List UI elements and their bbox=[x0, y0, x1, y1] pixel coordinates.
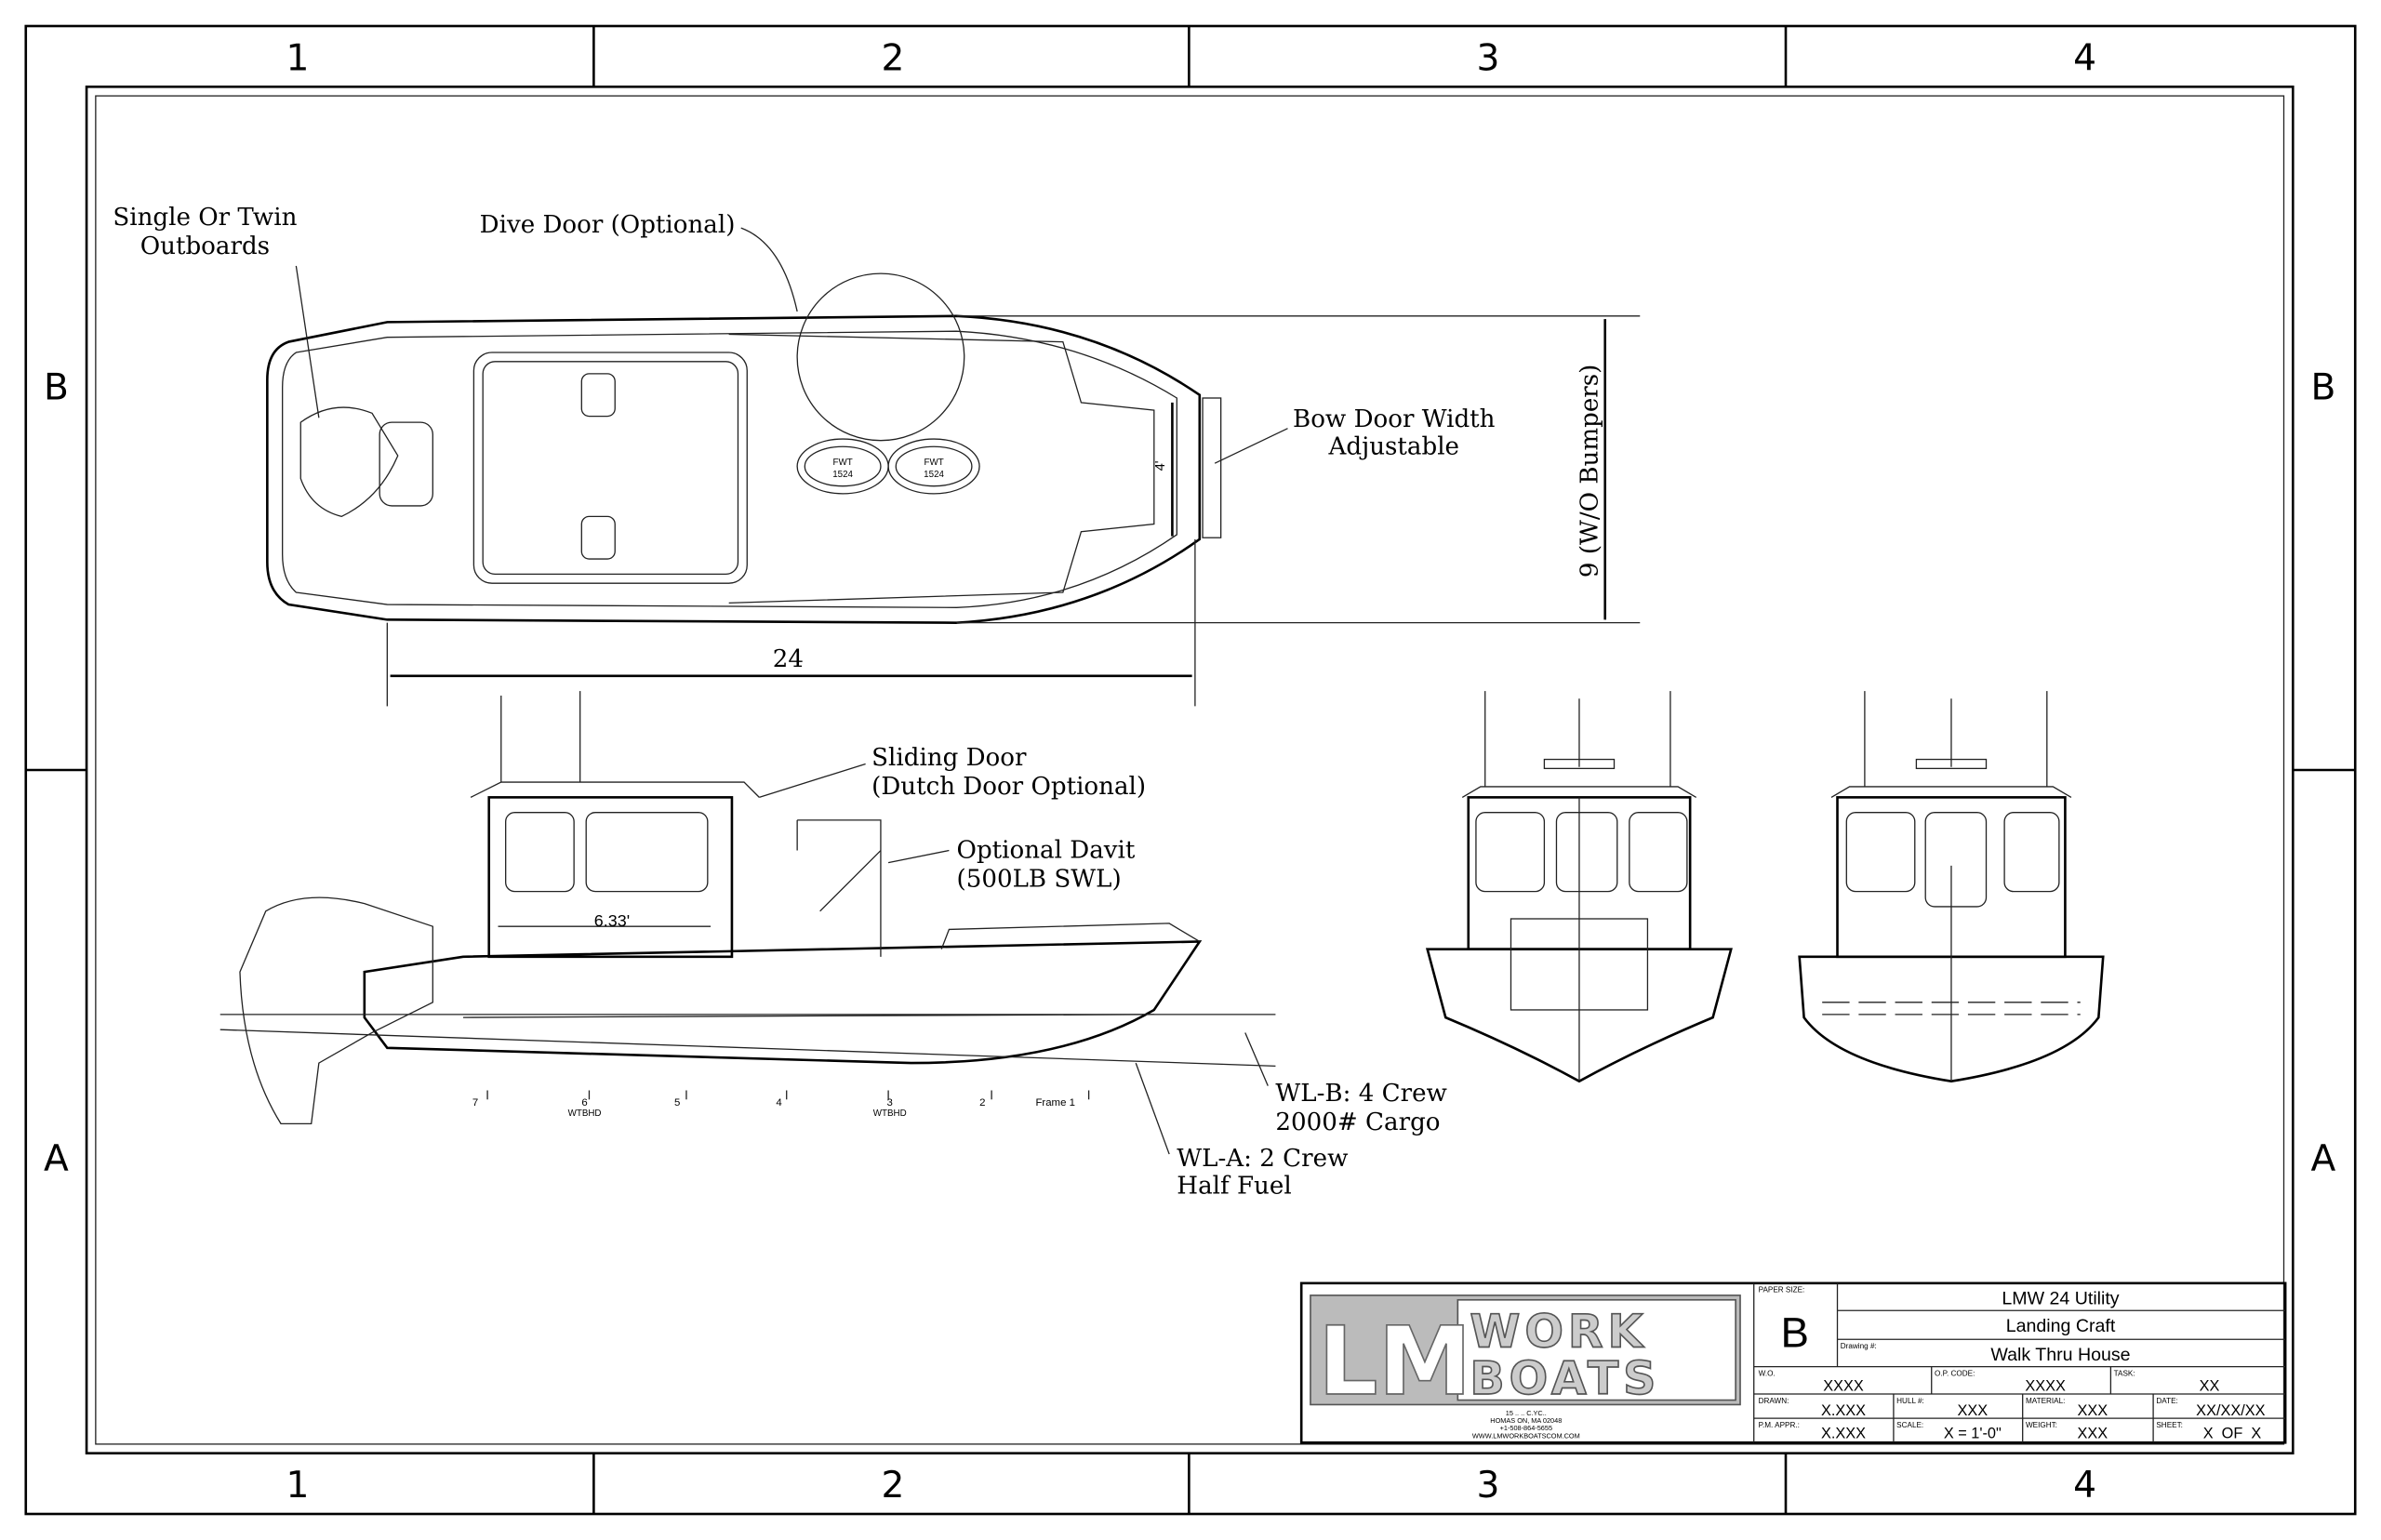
callout-davit-1: Optional Davit bbox=[957, 837, 1136, 865]
svg-text:4: 4 bbox=[776, 1097, 782, 1109]
beam-dimension: 9 (W/O Bumpers) bbox=[1576, 365, 1604, 578]
drawn-label: DRAWN: bbox=[1759, 1397, 1789, 1405]
zone-row-a-right: A bbox=[2311, 1138, 2336, 1180]
zone-col-2: 2 bbox=[882, 37, 905, 79]
scale-value: X = 1'-0" bbox=[1944, 1425, 2002, 1441]
zone-col-4: 4 bbox=[2073, 37, 2096, 79]
stern-view bbox=[1798, 691, 2105, 1083]
callout-outboards-1: Single Or Twin bbox=[113, 204, 297, 232]
callout-sliding-door-1: Sliding Door bbox=[871, 744, 1027, 772]
title-block: LM WORK BOATS 15 .. .. C.YC.. HOMAS ON, … bbox=[1299, 1281, 2287, 1444]
zone-col-1: 1 bbox=[286, 37, 310, 79]
plan-view: 4' FWT 1524 FWT 1524 bbox=[266, 272, 1641, 707]
task-value: XX bbox=[2200, 1378, 2220, 1395]
length-dimension: 24 bbox=[773, 645, 804, 673]
profile-view bbox=[219, 691, 1276, 1125]
svg-text:WORK: WORK bbox=[1470, 1305, 1647, 1358]
frame-station: 7 bbox=[472, 1090, 488, 1109]
inner-border bbox=[95, 95, 2285, 1445]
zone-col-1-bottom: 1 bbox=[286, 1465, 310, 1507]
svg-text:LM: LM bbox=[1318, 1307, 1471, 1416]
svg-text:15 .. .. C.YC..: 15 .. .. C.YC.. bbox=[1506, 1409, 1547, 1417]
svg-text:1524: 1524 bbox=[924, 470, 944, 480]
drawing-label: Drawing #: bbox=[1841, 1342, 1877, 1350]
svg-text:3: 3 bbox=[887, 1097, 893, 1109]
wo-value: XXXX bbox=[1823, 1378, 1864, 1395]
task-label: TASK: bbox=[2114, 1369, 2135, 1377]
pm-value: X.XXX bbox=[1821, 1425, 1866, 1441]
weight-label: WEIGHT: bbox=[2026, 1421, 2057, 1429]
svg-text:1524: 1524 bbox=[832, 470, 853, 480]
company-address: 15 .. .. C.YC.. HOMAS ON, MA 02048 +1-50… bbox=[1472, 1409, 1580, 1440]
frame-station: 2 bbox=[979, 1090, 992, 1109]
callout-wl-b-2: 2000# Cargo bbox=[1275, 1109, 1440, 1136]
callout-dive-door: Dive Door (Optional) bbox=[480, 211, 736, 239]
zone-col-3-bottom: 3 bbox=[1477, 1465, 1500, 1507]
sheet-value: X OF X bbox=[2203, 1425, 2262, 1441]
zone-col-3: 3 bbox=[1477, 37, 1500, 79]
bow-view bbox=[1425, 691, 1733, 1083]
zone-labels: 1 2 3 4 1 2 3 4 B B A A bbox=[44, 37, 2336, 1507]
zone-row-a: A bbox=[44, 1138, 69, 1180]
sheet-label: SHEET: bbox=[2156, 1421, 2183, 1429]
fwt-hatch-2: FWT 1524 bbox=[887, 438, 980, 495]
wo-label: W.O. bbox=[1759, 1369, 1776, 1377]
callout-bow-door-1: Bow Door Width bbox=[1293, 405, 1496, 433]
hull-value: XXX bbox=[1957, 1402, 1988, 1419]
paper-size-label: PAPER SIZE: bbox=[1759, 1286, 1805, 1294]
title-line-1: LMW 24 Utility bbox=[2002, 1289, 2119, 1309]
svg-text:+1-508-864-5655: +1-508-864-5655 bbox=[1500, 1424, 1552, 1432]
zone-row-b-right: B bbox=[2311, 367, 2336, 409]
callout-bow-door-2: Adjustable bbox=[1328, 432, 1459, 460]
zone-row-b: B bbox=[44, 367, 69, 409]
svg-text:5: 5 bbox=[674, 1097, 680, 1109]
svg-text:Frame 1: Frame 1 bbox=[1035, 1097, 1074, 1109]
svg-text:WWW.LMWORKBOATSCOM.COM: WWW.LMWORKBOATSCOM.COM bbox=[1472, 1431, 1580, 1440]
callout-wl-a-1: WL-A: 2 Crew bbox=[1177, 1145, 1348, 1173]
op-code-value: XXXX bbox=[2025, 1378, 2066, 1395]
callout-davit-2: (500LB SWL) bbox=[957, 866, 1122, 894]
pm-label: P.M. APPR.: bbox=[1759, 1421, 1800, 1429]
svg-text:2: 2 bbox=[979, 1097, 985, 1109]
paper-size: B bbox=[1781, 1308, 1809, 1356]
frame-station: 5 bbox=[674, 1090, 687, 1109]
scale-label: SCALE: bbox=[1896, 1421, 1923, 1429]
material-value: XXX bbox=[2077, 1402, 2108, 1419]
frame-border bbox=[85, 85, 2295, 1454]
zone-col-4-bottom: 4 bbox=[2073, 1465, 2096, 1507]
frame-station: 4 bbox=[776, 1090, 788, 1109]
zone-dividers bbox=[25, 25, 2356, 1514]
material-label: MATERIAL: bbox=[2026, 1397, 2065, 1405]
svg-text:7: 7 bbox=[472, 1097, 478, 1109]
weight-value: XXX bbox=[2077, 1425, 2108, 1441]
bow-door-dimension: 4' bbox=[1153, 460, 1168, 471]
hull-label: HULL #: bbox=[1896, 1397, 1924, 1405]
svg-text:FWT: FWT bbox=[924, 458, 943, 468]
svg-text:6: 6 bbox=[581, 1097, 587, 1109]
callout-wl-a-2: Half Fuel bbox=[1177, 1173, 1291, 1201]
frame-station: Frame 1 bbox=[1035, 1090, 1090, 1109]
callout-sliding-door-2: (Dutch Door Optional) bbox=[871, 773, 1146, 801]
callout-wl-b-1: WL-B: 4 Crew bbox=[1275, 1080, 1446, 1108]
drawing-number: Walk Thru House bbox=[1990, 1345, 2130, 1365]
date-label: DATE: bbox=[2156, 1397, 2177, 1405]
cabin-length-dimension: 6.33' bbox=[594, 911, 630, 930]
fwt-hatch-1: FWT 1524 bbox=[796, 438, 889, 495]
svg-text:BOATS: BOATS bbox=[1470, 1352, 1660, 1405]
svg-text:WTBHD: WTBHD bbox=[568, 1109, 602, 1119]
title-line-2: Landing Craft bbox=[2006, 1316, 2116, 1336]
svg-text:FWT: FWT bbox=[833, 458, 853, 468]
date-value: XX/XX/XX bbox=[2196, 1402, 2265, 1419]
svg-text:HOMAS ON, MA 02048: HOMAS ON, MA 02048 bbox=[1490, 1416, 1562, 1425]
zone-col-2-bottom: 2 bbox=[882, 1465, 905, 1507]
callout-outboards-2: Outboards bbox=[140, 232, 270, 260]
svg-text:WTBHD: WTBHD bbox=[873, 1109, 907, 1119]
company-logo: LM WORK BOATS bbox=[1310, 1294, 1741, 1417]
op-code-label: O.P. CODE: bbox=[1935, 1369, 1975, 1377]
drawn-value: X.XXX bbox=[1821, 1402, 1866, 1419]
